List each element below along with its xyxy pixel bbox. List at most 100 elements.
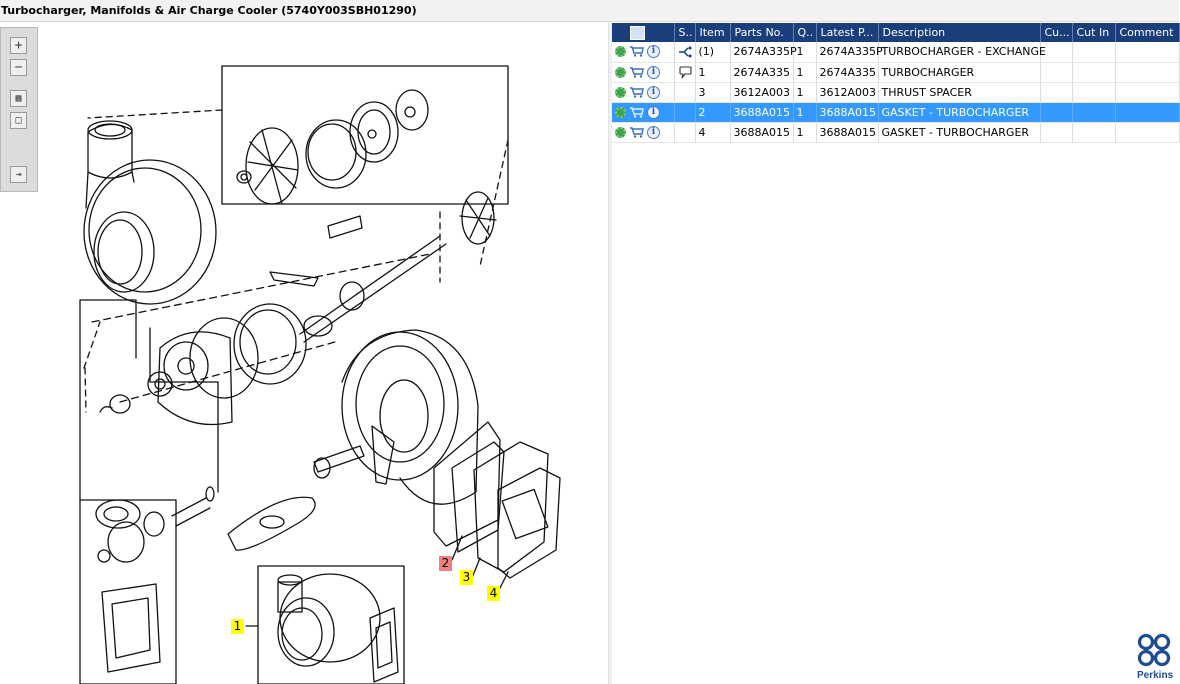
cart-icon[interactable] bbox=[629, 106, 644, 118]
row-description: TURBOCHARGER - EXCHANGE bbox=[878, 42, 1046, 63]
row-cu bbox=[1040, 42, 1073, 63]
row-cut-in bbox=[1072, 62, 1116, 83]
row-qty: 1 bbox=[793, 102, 817, 123]
callout-4[interactable]: 4 bbox=[487, 586, 500, 601]
grid-header-row: S.. Item Parts No. Q.. Latest P... Descr… bbox=[612, 23, 1180, 42]
header-description[interactable]: Description bbox=[878, 23, 1041, 42]
zoom-out-icon[interactable]: − bbox=[10, 59, 27, 76]
actual-size-icon[interactable]: □ bbox=[10, 112, 27, 129]
row-cut-in bbox=[1072, 82, 1116, 103]
row-comment bbox=[1115, 122, 1180, 143]
zoom-in-icon[interactable]: + bbox=[10, 37, 27, 54]
row-qty: 1 bbox=[793, 42, 817, 63]
row-latest-part: 2674A335 bbox=[816, 62, 879, 83]
row-latest-part: 3688A015 bbox=[816, 122, 879, 143]
cart-icon[interactable] bbox=[629, 46, 644, 57]
row-qty: 1 bbox=[793, 82, 817, 103]
gear-icon[interactable] bbox=[615, 106, 626, 118]
info-icon[interactable]: i bbox=[647, 65, 660, 79]
gear-icon[interactable] bbox=[615, 86, 626, 98]
status-cell bbox=[674, 102, 696, 123]
status-cell bbox=[674, 122, 696, 143]
row-comment bbox=[1115, 82, 1180, 103]
row-latest-part: 3612A003 bbox=[816, 82, 879, 103]
comment-icon bbox=[678, 66, 692, 79]
row-item: 4 bbox=[695, 122, 731, 143]
turbocharger-exploded-diagram bbox=[79, 65, 561, 684]
header-cu[interactable]: Cu... bbox=[1040, 23, 1073, 42]
row-parts-no: 2674A335P bbox=[730, 42, 797, 63]
row-description: GASKET - TURBOCHARGER bbox=[878, 102, 1041, 123]
row-parts-no: 3612A003 bbox=[730, 82, 794, 103]
row-qty: 1 bbox=[793, 62, 817, 83]
header-cut-in[interactable]: Cut In bbox=[1072, 23, 1116, 42]
row-item: 1 bbox=[695, 62, 731, 83]
row-cut-in bbox=[1072, 42, 1116, 63]
header-parts-no[interactable]: Parts No. bbox=[730, 23, 794, 42]
header-item[interactable]: Item bbox=[695, 23, 731, 42]
service-kit-box bbox=[79, 499, 177, 684]
turbocharger-inset-box bbox=[257, 565, 405, 684]
row-actions-cell: i bbox=[612, 82, 675, 103]
row-cu bbox=[1040, 122, 1073, 143]
row-actions-cell: i bbox=[612, 102, 675, 123]
row-cu bbox=[1040, 62, 1073, 83]
cart-icon[interactable] bbox=[629, 86, 644, 98]
row-actions-cell: i bbox=[612, 42, 675, 63]
row-cut-in bbox=[1072, 122, 1116, 143]
header-status[interactable]: S.. bbox=[674, 23, 696, 42]
row-parts-no: 3688A015 bbox=[730, 122, 794, 143]
export-icon[interactable]: ⇥ bbox=[10, 166, 27, 183]
callout-1[interactable]: 1 bbox=[231, 619, 244, 634]
header-comment[interactable]: Comment bbox=[1115, 23, 1180, 42]
row-description: GASKET - TURBOCHARGER bbox=[878, 122, 1041, 143]
status-cell bbox=[674, 42, 696, 63]
compressor-assembly-box bbox=[221, 65, 509, 205]
row-cut-in bbox=[1072, 102, 1116, 123]
info-icon[interactable]: i bbox=[647, 125, 660, 139]
gear-icon[interactable] bbox=[615, 126, 626, 138]
header-latest-part[interactable]: Latest P... bbox=[816, 23, 879, 42]
status-cell bbox=[674, 82, 696, 103]
row-qty: 1 bbox=[793, 122, 817, 143]
cart-icon[interactable] bbox=[629, 126, 644, 138]
callout-2[interactable]: 2 bbox=[439, 556, 452, 571]
gear-icon[interactable] bbox=[615, 66, 626, 78]
callout-3[interactable]: 3 bbox=[460, 570, 473, 585]
pane-splitter[interactable] bbox=[608, 22, 612, 684]
row-latest-part: 2674A335P bbox=[816, 42, 883, 63]
row-actions-cell: i bbox=[612, 122, 675, 143]
row-cu bbox=[1040, 82, 1073, 103]
row-latest-part: 3688A015 bbox=[816, 102, 879, 123]
header-qty[interactable]: Q.. bbox=[793, 23, 817, 42]
tree-branch-icon bbox=[678, 46, 691, 58]
diagram-zoom-toolbar: + − ▦ □ ⇥ bbox=[0, 27, 38, 192]
status-cell bbox=[674, 62, 696, 83]
row-parts-no: 3688A015 bbox=[730, 102, 794, 123]
window-title: Turbocharger, Manifolds & Air Charge Coo… bbox=[0, 0, 1179, 22]
info-icon[interactable]: i bbox=[647, 45, 660, 59]
row-description: TURBOCHARGER bbox=[878, 62, 1041, 83]
header-icons-column[interactable] bbox=[612, 23, 675, 42]
row-parts-no: 2674A335 bbox=[730, 62, 794, 83]
row-item: 2 bbox=[695, 102, 731, 123]
preview-icon[interactable] bbox=[630, 25, 645, 40]
perkins-logo bbox=[1137, 633, 1171, 667]
parts-grid: S.. Item Parts No. Q.. Latest P... Descr… bbox=[612, 23, 1180, 143]
fit-page-icon[interactable]: ▦ bbox=[10, 90, 27, 107]
row-comment bbox=[1115, 102, 1180, 123]
row-item: (1) bbox=[695, 42, 731, 63]
row-description: THRUST SPACER bbox=[878, 82, 1041, 103]
info-icon[interactable]: i bbox=[647, 85, 660, 99]
cart-icon[interactable] bbox=[629, 66, 644, 78]
perkins-brand-name: Perkins bbox=[1137, 670, 1174, 681]
exploded-diagram-pane[interactable]: + − ▦ □ ⇥ 1 2 3 4 bbox=[0, 22, 608, 684]
row-comment bbox=[1115, 42, 1180, 63]
info-icon[interactable]: i bbox=[647, 105, 660, 119]
gear-icon[interactable] bbox=[615, 46, 626, 58]
